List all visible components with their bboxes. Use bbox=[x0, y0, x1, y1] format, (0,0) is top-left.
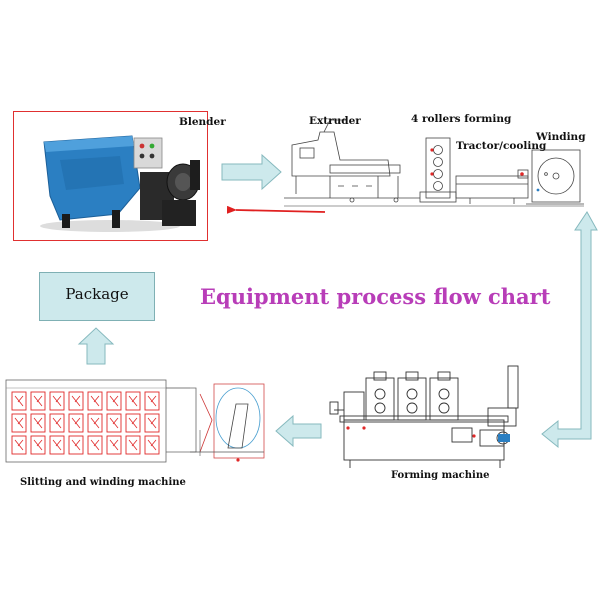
arrow-blender-to-extruder bbox=[221, 153, 282, 191]
slitter-spindle-mark bbox=[52, 439, 62, 451]
extrusion-line-drawing bbox=[284, 119, 584, 207]
slitter-spindle-cell bbox=[11, 391, 27, 411]
slitter-spindle-cell bbox=[106, 391, 122, 411]
slitter-spindle-cell bbox=[125, 413, 141, 433]
slitter-spindle-mark bbox=[52, 395, 62, 407]
package-box: Package bbox=[39, 272, 155, 321]
arrow-slitting-to-package bbox=[77, 327, 115, 365]
slitter-spindle-mark bbox=[33, 439, 43, 451]
slitter-spindle-cell bbox=[144, 391, 160, 411]
slitter-spindle-mark bbox=[128, 439, 138, 451]
slitter-spindle-mark bbox=[147, 417, 157, 429]
arrow-forming-to-slitting bbox=[275, 414, 322, 448]
slitter-spindle-cell bbox=[30, 413, 46, 433]
slitter-spindle-mark bbox=[14, 439, 24, 451]
package-label: Package bbox=[65, 285, 129, 303]
forming-machine-drawing bbox=[329, 365, 519, 468]
label-extruder: Extruder bbox=[309, 115, 361, 127]
slitter-spindle-cell bbox=[87, 391, 103, 411]
slitter-spindle-mark bbox=[52, 417, 62, 429]
slitter-spindle-grid bbox=[11, 391, 160, 455]
label-blender: Blender bbox=[179, 116, 226, 128]
slitter-spindle-cell bbox=[68, 435, 84, 455]
slitter-spindle-mark bbox=[109, 439, 119, 451]
label-rollers-forming: 4 rollers forming bbox=[411, 113, 512, 125]
slitter-spindle-mark bbox=[90, 395, 100, 407]
slitter-spindle-cell bbox=[144, 435, 160, 455]
slitter-spindle-cell bbox=[49, 435, 65, 455]
diagram-title: Equipment process flow chart bbox=[200, 284, 551, 309]
slitter-spindle-mark bbox=[71, 439, 81, 451]
slitter-spindle-cell bbox=[11, 413, 27, 433]
slitter-spindle-cell bbox=[30, 391, 46, 411]
slitter-spindle-mark bbox=[33, 417, 43, 429]
slitter-spindle-cell bbox=[87, 413, 103, 433]
slitter-spindle-mark bbox=[128, 395, 138, 407]
forming-machine-color-parts bbox=[346, 426, 510, 442]
label-slitting-winding-machine: Slitting and winding machine bbox=[20, 477, 186, 488]
slitter-spindle-mark bbox=[71, 417, 81, 429]
blender-machine-image bbox=[40, 135, 200, 232]
slitter-spindle-mark bbox=[128, 417, 138, 429]
slitter-spindle-cell bbox=[106, 413, 122, 433]
slitter-spindle-cell bbox=[106, 435, 122, 455]
slitter-spindle-mark bbox=[147, 439, 157, 451]
slitter-spindle-cell bbox=[49, 413, 65, 433]
red-return-arrow bbox=[226, 205, 326, 214]
slitting-machine-drawing bbox=[5, 379, 265, 463]
slitter-spindle-cell bbox=[11, 435, 27, 455]
slitter-spindle-mark bbox=[33, 395, 43, 407]
slitter-spindle-mark bbox=[90, 417, 100, 429]
slitter-spindle-cell bbox=[30, 435, 46, 455]
slitter-spindle-cell bbox=[68, 413, 84, 433]
blender-frame bbox=[13, 111, 208, 241]
slitter-spindle-cell bbox=[87, 435, 103, 455]
slitter-spindle-cell bbox=[125, 435, 141, 455]
slitter-spindle-mark bbox=[14, 395, 24, 407]
slitter-spindle-mark bbox=[14, 417, 24, 429]
slitter-spindle-cell bbox=[49, 391, 65, 411]
slitter-spindle-mark bbox=[71, 395, 81, 407]
slitter-spindle-mark bbox=[109, 417, 119, 429]
slitter-spindle-cell bbox=[144, 413, 160, 433]
extrusion-line-color-parts bbox=[430, 148, 540, 192]
slitter-spindle-mark bbox=[147, 395, 157, 407]
slitter-spindle-mark bbox=[109, 395, 119, 407]
label-tractor-cooling: Tractor/cooling bbox=[456, 140, 547, 152]
slitter-spindle-mark bbox=[90, 439, 100, 451]
slitter-spindle-cell bbox=[125, 391, 141, 411]
slitter-spindle-cell bbox=[68, 391, 84, 411]
label-winding: Winding bbox=[536, 131, 586, 143]
label-forming-machine: Forming machine bbox=[391, 470, 490, 481]
arrow-winding-to-forming bbox=[541, 211, 598, 449]
